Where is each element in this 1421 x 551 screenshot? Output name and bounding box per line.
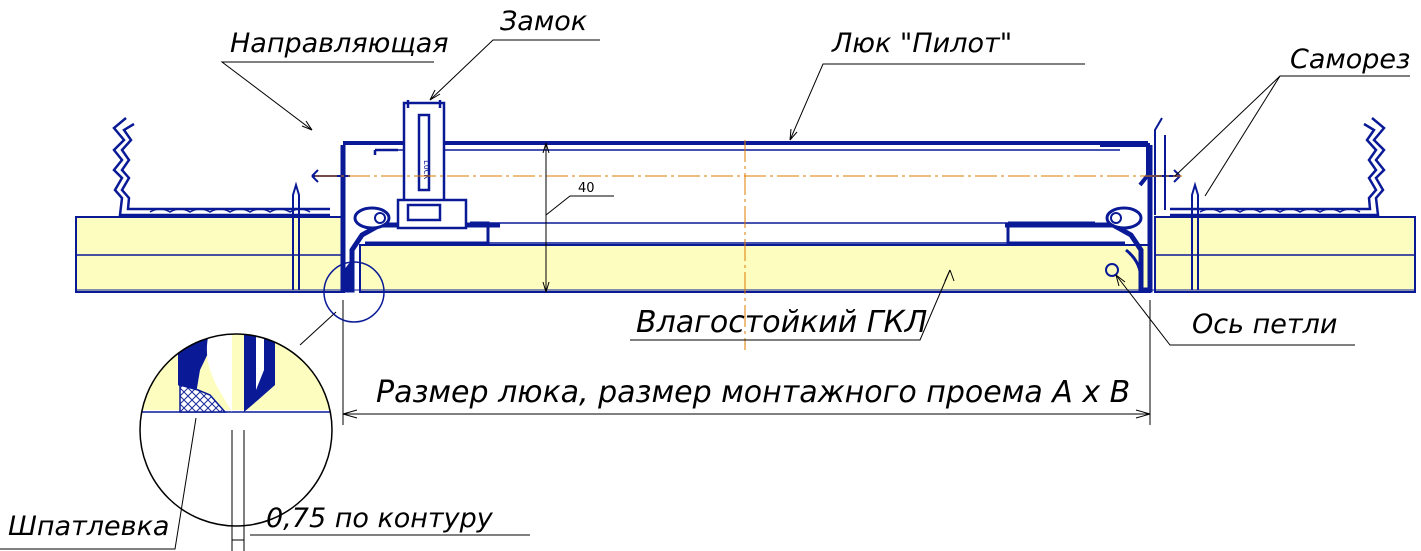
hinge-axis-circle [1105, 263, 1119, 277]
size-dimension [342, 300, 1151, 425]
detail-marker-circle [323, 261, 385, 323]
magnified-detail [139, 333, 333, 527]
hinge-axis-label: Ось петли [1192, 309, 1337, 340]
leader-lines [0, 39, 1410, 551]
axis-lines [315, 140, 1182, 350]
depth-dimension [542, 142, 614, 293]
size-label: Размер люка, размер монтажного проема А … [376, 375, 1130, 410]
hatch-label: Люк "Пилот" [831, 28, 1012, 59]
gap-label: 0,75 по контуру [266, 503, 494, 534]
board-label: Влагостойкий ГКЛ [636, 305, 927, 340]
depth-value: 40 [578, 181, 595, 196]
lock-label: Замок [500, 6, 588, 37]
putty-label: Шпатлевка [8, 511, 169, 542]
board-center [359, 244, 1151, 293]
lock-mechanism: LOCK [373, 100, 468, 230]
guide-profile-right [1154, 117, 1386, 217]
guide-profile-left [112, 117, 330, 217]
screw-label: Саморез [1290, 44, 1410, 75]
guide-label: Направляющая [230, 28, 449, 59]
svg-text:LOCK: LOCK [422, 160, 431, 179]
